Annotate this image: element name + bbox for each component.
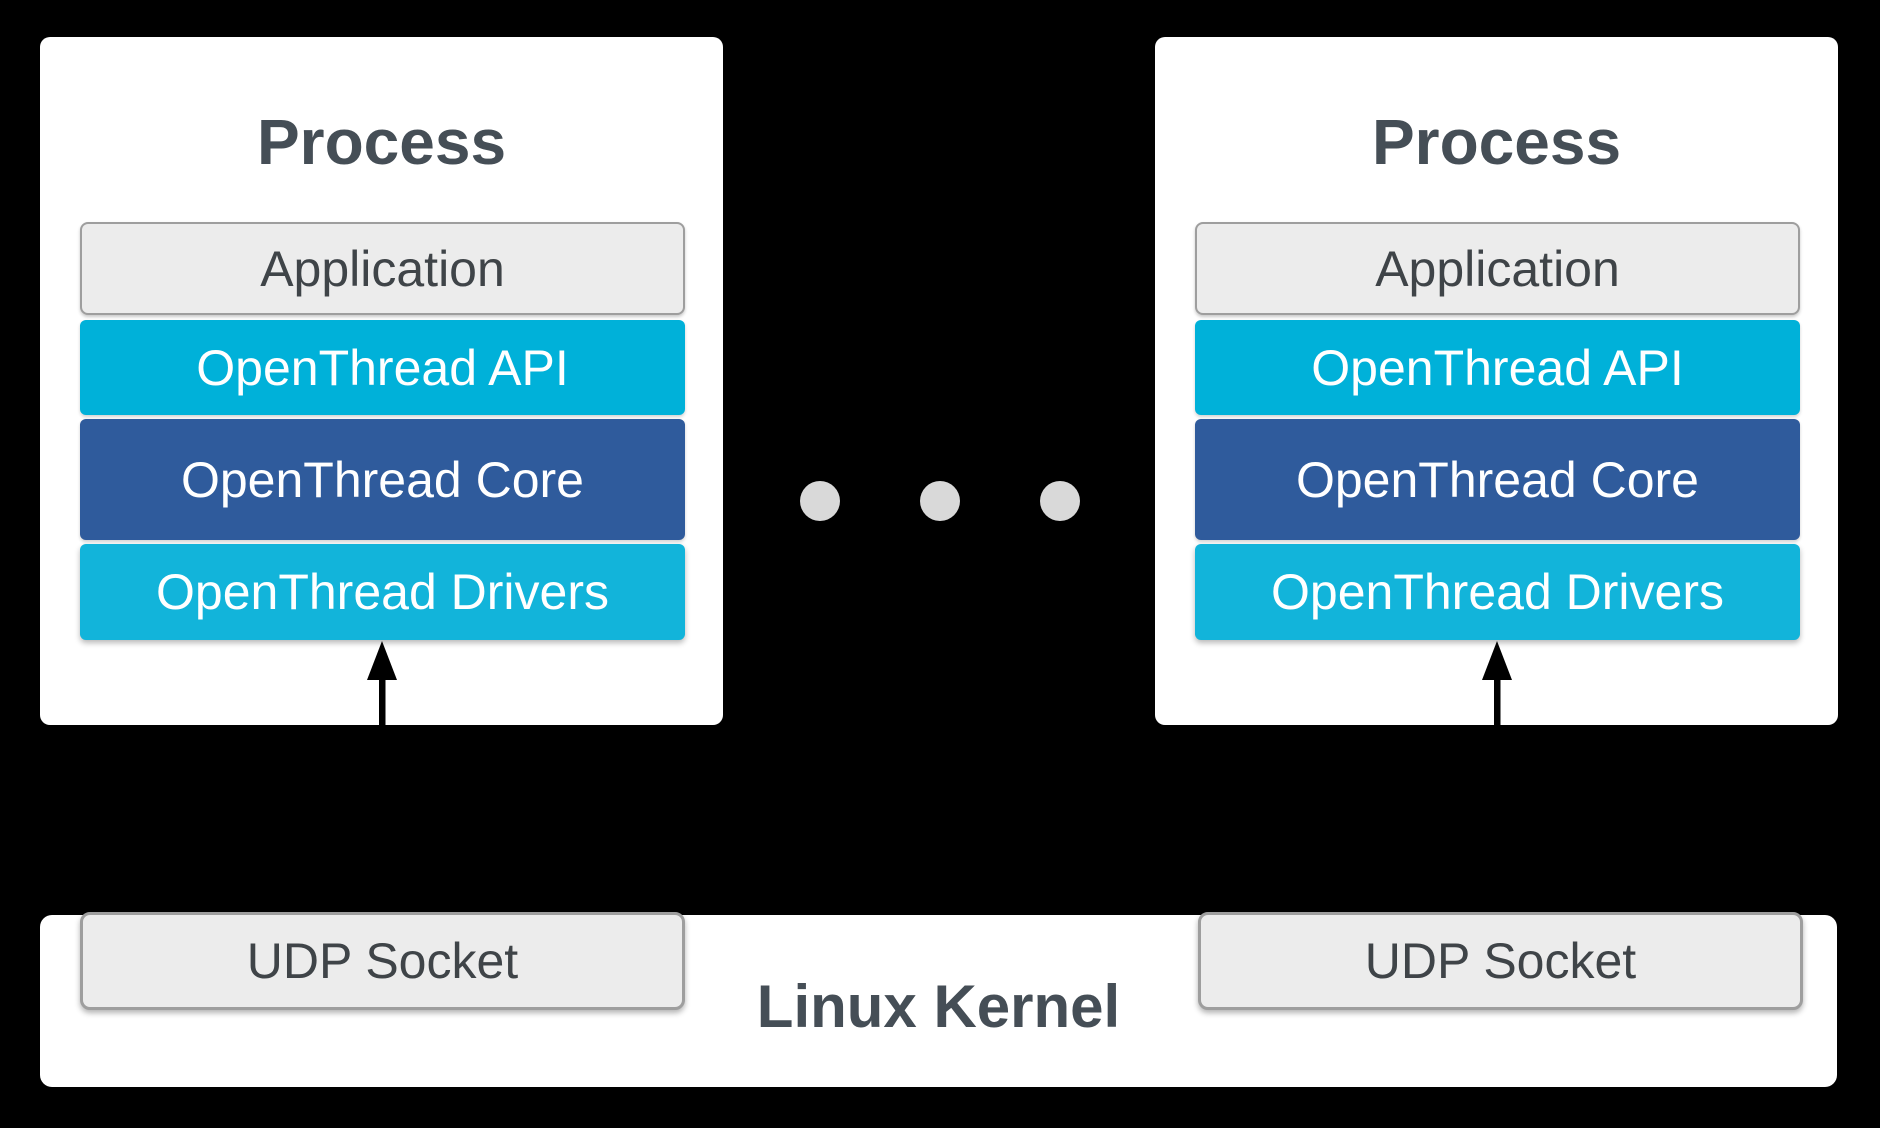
linux-kernel-title: Linux Kernel	[756, 973, 1121, 1040]
layer-openthread-api-label: OpenThread API	[1311, 339, 1684, 396]
layer-openthread-drivers: OpenThread Drivers	[1195, 544, 1800, 640]
udp-socket-left: UDP Socket	[80, 912, 685, 1010]
ellipsis-dot	[920, 481, 960, 521]
layer-openthread-core: OpenThread Core	[1195, 419, 1800, 540]
process-box-left: Process Application OpenThread API OpenT…	[40, 37, 723, 725]
ellipsis-dots	[800, 481, 1080, 521]
ellipsis-dot	[1040, 481, 1080, 521]
up-arrow-icon	[366, 641, 397, 725]
layer-application-label: Application	[1375, 240, 1620, 297]
layer-application: Application	[1195, 222, 1800, 315]
layer-openthread-api: OpenThread API	[1195, 320, 1800, 415]
layer-openthread-drivers-label: OpenThread Drivers	[1271, 564, 1724, 620]
ellipsis-dot	[800, 481, 840, 521]
layer-openthread-api: OpenThread API	[80, 320, 685, 415]
process-title: Process	[256, 106, 507, 178]
layer-openthread-drivers: OpenThread Drivers	[80, 544, 685, 640]
up-arrow-icon	[1481, 641, 1512, 725]
layer-openthread-drivers-label: OpenThread Drivers	[156, 564, 609, 620]
layer-openthread-core: OpenThread Core	[80, 419, 685, 540]
layer-application-label: Application	[260, 240, 505, 297]
layer-openthread-core-label: OpenThread Core	[180, 451, 584, 508]
udp-socket-label: UDP Socket	[246, 933, 519, 989]
udp-socket-right: UDP Socket	[1198, 912, 1803, 1010]
layer-openthread-core-label: OpenThread Core	[1295, 451, 1699, 508]
udp-socket-label: UDP Socket	[1364, 933, 1637, 989]
process-box-right: Process Application OpenThread API OpenT…	[1155, 37, 1838, 725]
layer-application: Application	[80, 222, 685, 315]
layer-openthread-api-label: OpenThread API	[196, 339, 569, 396]
process-title: Process	[1371, 106, 1622, 178]
